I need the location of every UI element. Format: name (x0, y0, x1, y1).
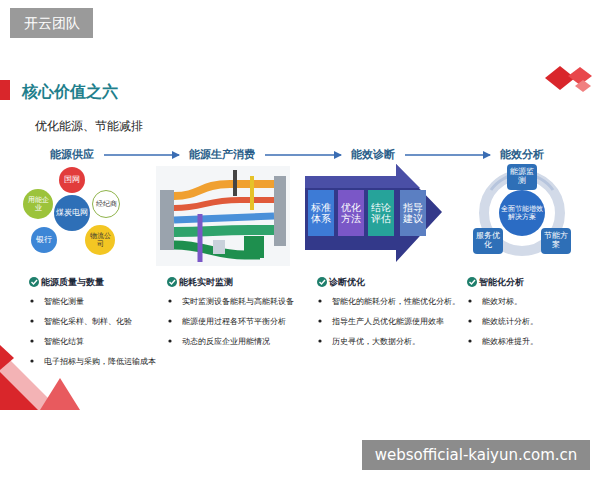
step-box: 结论评估 (368, 190, 394, 236)
stage-heading: 能源生产消费 (185, 147, 259, 164)
node-text: 煤炭电网 (56, 209, 88, 218)
bullet-dot (30, 339, 33, 342)
bullet-dot (468, 299, 471, 302)
bullet-text: 智能化的能耗分析，性能优化分析。 (332, 296, 460, 307)
step-box: 指导建议 (400, 190, 426, 236)
subtitle: 优化能源、节能减排 (35, 118, 143, 135)
hub-circle: 煤炭电网 (54, 195, 90, 231)
bullet-dot (30, 299, 33, 302)
node-text: 结论评估 (371, 202, 391, 225)
node-text: 国网 (64, 176, 80, 185)
bullet-text: 电子招标与采购，降低运输成本 (44, 356, 156, 367)
stage-heading: 能源供应 (46, 147, 98, 164)
bullet-dot (168, 299, 171, 302)
bullet-text: 智能化采样、制样、化验 (44, 316, 132, 327)
column-heading: 智能化分析 (479, 276, 524, 289)
node-text: 能效诊断 (351, 149, 395, 162)
flow-arrow (104, 154, 179, 156)
column-heading: 诊断优化 (329, 276, 365, 289)
bullet-text: 历史寻优，大数据分析。 (332, 336, 420, 347)
bullet-text: 智能化结算 (44, 336, 84, 347)
stage-heading: 能效诊断 (347, 147, 399, 164)
cycle-box: 能源监测 (507, 164, 537, 190)
bullet-text: 能效对标。 (482, 296, 522, 307)
node-text: 服务优化 (475, 232, 501, 249)
bullet-text: 实时监测设备能耗与高能耗设备 (182, 296, 294, 307)
bullet-dot (468, 339, 471, 342)
bullet-text: 指导生产人员优化能源使用效率 (332, 316, 444, 327)
column-heading: 能耗实时监测 (179, 276, 233, 289)
party-circle: 用能企业 (23, 189, 53, 219)
center-circle: 全面节能增效解决方案 (499, 190, 545, 236)
bullet-dot (30, 359, 33, 362)
node-text: 标准体系 (311, 202, 331, 225)
bullet-dot (318, 339, 321, 342)
node-text: 全面节能增效解决方案 (501, 205, 543, 221)
party-circle: 国网 (59, 167, 85, 193)
node-text: 银行 (36, 236, 52, 245)
step-box: 优化方法 (338, 190, 364, 236)
stage-heading: 能效分析 (496, 147, 548, 164)
node-text: 能源供应 (50, 149, 94, 162)
bullet-text: 能效统计分析。 (482, 316, 538, 327)
party-circle: 经纪商 (92, 190, 120, 218)
node-text: 能源生产消费 (189, 149, 255, 162)
node-text: 用能企业 (25, 196, 51, 212)
slide-title: 核心价值之六 (22, 82, 118, 103)
bullet-dot (30, 319, 33, 322)
node-text: 能源监测 (509, 168, 535, 185)
bullet-text: 能源使用过程各环节平衡分析 (182, 316, 286, 327)
bullet-dot (468, 319, 471, 322)
column-heading: 能源质量与数量 (41, 276, 104, 289)
node-text: 优化方法 (341, 202, 361, 225)
node-text: 指导建议 (403, 202, 423, 225)
party-circle: 银行 (31, 227, 57, 253)
step-box: 标准体系 (308, 190, 334, 236)
bullet-text: 动态的反应企业用能情况 (182, 336, 270, 347)
bullet-text: 能效标准提升。 (482, 336, 538, 347)
watermark: websofficial-kaiyun.com.cn (362, 440, 590, 470)
node-text: 物流公司 (87, 232, 113, 248)
node-text: 节能方案 (543, 232, 569, 249)
node-text: 能效分析 (500, 149, 544, 162)
bullet-dot (168, 319, 171, 322)
node-text: 经纪商 (96, 200, 117, 208)
energy-flow-illustration (156, 166, 290, 266)
bullet-text: 智能化测量 (44, 296, 84, 307)
flow-arrow (265, 154, 341, 156)
bullet-dot (168, 339, 171, 342)
party-circle: 物流公司 (85, 225, 115, 255)
watermark: 开云团队 (10, 8, 93, 38)
cycle-box: 服务优化 (473, 228, 503, 254)
bullet-dot (318, 299, 321, 302)
cycle-box: 节能方案 (541, 228, 571, 254)
bullet-dot (318, 319, 321, 322)
flow-arrow (405, 154, 490, 156)
